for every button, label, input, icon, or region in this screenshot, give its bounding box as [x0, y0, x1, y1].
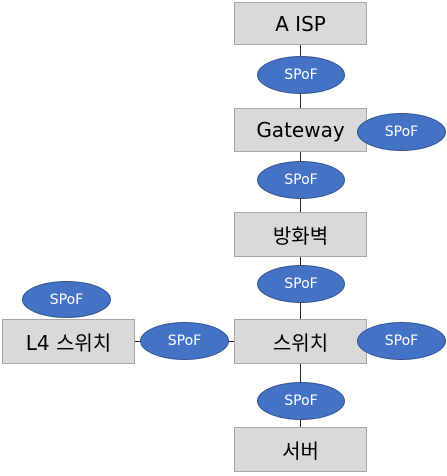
server-node: 서버 [234, 427, 367, 472]
spof-gateway: SPoF [357, 113, 446, 151]
gateway-node: Gateway [234, 108, 367, 152]
isp-node: A ISP [234, 2, 367, 45]
switch-node: 스위치 [234, 319, 367, 364]
spof-switch: SPoF [357, 322, 446, 360]
spof-firewall-switch: SPoF [257, 265, 345, 303]
spof-l4-switch-top: SPoF [22, 281, 111, 318]
spof-gateway-firewall: SPoF [257, 161, 345, 199]
spof-switch-server: SPoF [257, 382, 345, 420]
spof-isp-gateway: SPoF [257, 56, 345, 94]
spof-l4-link: SPoF [140, 322, 229, 360]
firewall-node: 방화벽 [234, 212, 367, 257]
l4-switch-node: L4 스위치 [2, 319, 135, 364]
